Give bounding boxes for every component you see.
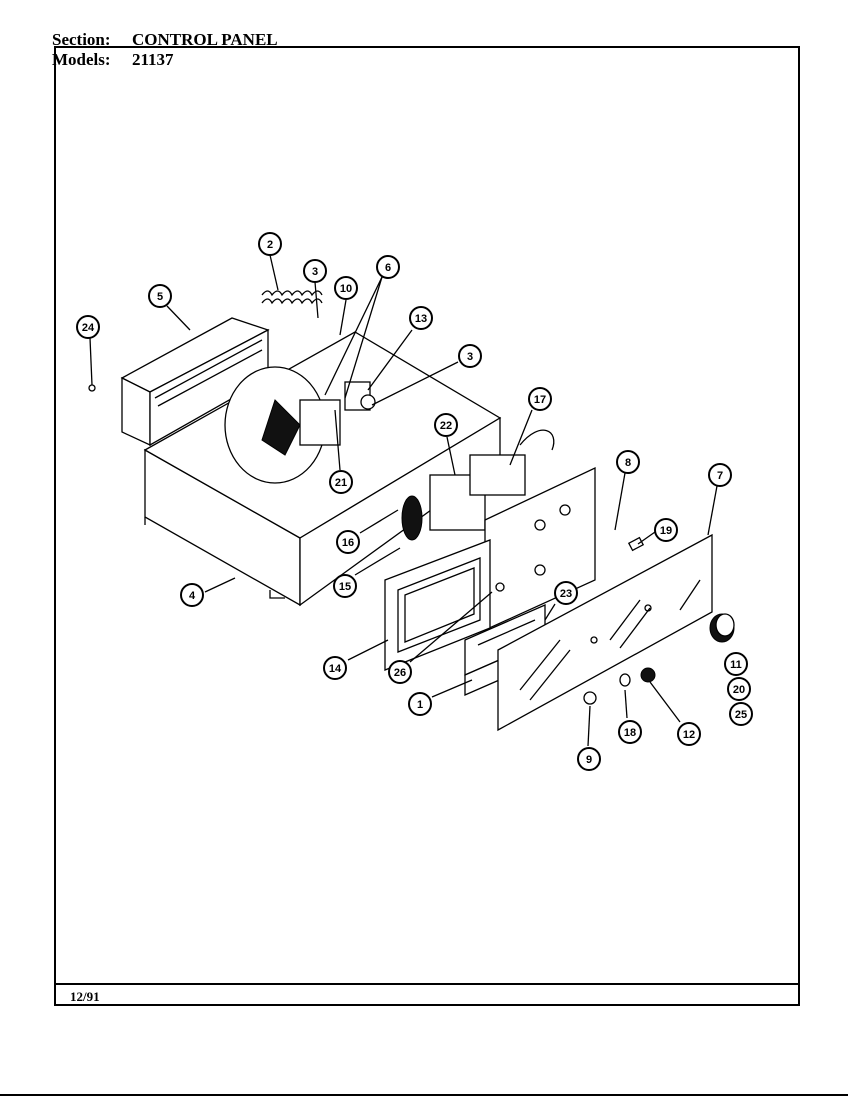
callout-21: 21	[329, 470, 353, 494]
callout-18: 18	[618, 720, 642, 744]
page-bottom-rule	[0, 1094, 848, 1096]
callout-label: 24	[82, 322, 95, 334]
callout-label: 2	[267, 239, 273, 251]
section-label: Section:	[52, 30, 111, 49]
callout-label: 22	[440, 420, 452, 432]
callout-label: 15	[339, 581, 351, 593]
small-fasteners	[88, 384, 656, 705]
callout-2: 2	[258, 232, 282, 256]
callout-24: 24	[76, 315, 100, 339]
callout-8: 8	[616, 450, 640, 474]
callout-label: 8	[625, 457, 631, 469]
callout-14: 14	[323, 656, 347, 680]
front-glass-panel	[497, 533, 713, 732]
callout-23: 23	[554, 581, 578, 605]
callout-13: 13	[409, 306, 433, 330]
callout-label: 19	[660, 525, 672, 537]
callout-3: 3	[303, 259, 327, 283]
models-label: Models:	[52, 50, 111, 69]
callout-15: 15	[333, 574, 357, 598]
callout-10: 10	[334, 276, 358, 300]
callout-19: 19	[654, 518, 678, 542]
callout-label: 20	[733, 684, 745, 696]
callout-25: 25	[729, 702, 753, 726]
callout-5: 5	[148, 284, 172, 308]
callout-22: 22	[434, 413, 458, 437]
footer-divider	[54, 983, 800, 985]
callout-7: 7	[708, 463, 732, 487]
models-heading: Models: 21137	[52, 51, 174, 69]
callout-label: 10	[340, 283, 352, 295]
callout-label: 16	[342, 537, 354, 549]
diagram-frame	[54, 46, 800, 1006]
callout-4: 4	[180, 583, 204, 607]
callout-label: 12	[683, 729, 695, 741]
callout-label: 14	[329, 663, 342, 675]
callout-17: 17	[528, 387, 552, 411]
callout-9: 9	[577, 747, 601, 771]
callout-12: 12	[677, 722, 701, 746]
callout-6: 6	[376, 255, 400, 279]
fan-motor-assembly	[224, 366, 376, 484]
spring-part	[261, 290, 323, 305]
callout-label: 5	[157, 291, 163, 303]
callout-20: 20	[727, 677, 751, 701]
callout-16: 16	[336, 530, 360, 554]
control-knob	[709, 613, 735, 643]
callout-label: 13	[415, 313, 427, 325]
callout-label: 21	[335, 477, 347, 489]
window-frame-panel	[384, 539, 491, 671]
callout-26: 26	[388, 660, 412, 684]
callout-label: 23	[560, 588, 572, 600]
callout-label: 9	[586, 754, 592, 766]
callout-label: 3	[312, 266, 318, 278]
callout-label: 1	[417, 699, 423, 711]
timer-motor	[401, 429, 555, 541]
callout-label: 4	[189, 590, 196, 602]
revision-date: 12/91	[70, 989, 100, 1004]
callout-label: 3	[467, 351, 473, 363]
callout-1: 1	[408, 692, 432, 716]
leader-lines	[89, 254, 718, 747]
models-value: 21137	[132, 50, 174, 69]
callout-label: 26	[394, 667, 406, 679]
callout-label: 18	[624, 727, 636, 739]
section-heading: Section: CONTROL PANEL	[52, 31, 278, 49]
callout-label: 11	[730, 659, 742, 671]
callout-label: 17	[534, 394, 546, 406]
callout-label: 7	[717, 470, 723, 482]
callout-label: 25	[735, 709, 747, 721]
callout-11: 11	[724, 652, 748, 676]
callout-label: 6	[385, 262, 391, 274]
section-value: CONTROL PANEL	[132, 30, 278, 49]
callout-3-second: 3	[458, 344, 482, 368]
